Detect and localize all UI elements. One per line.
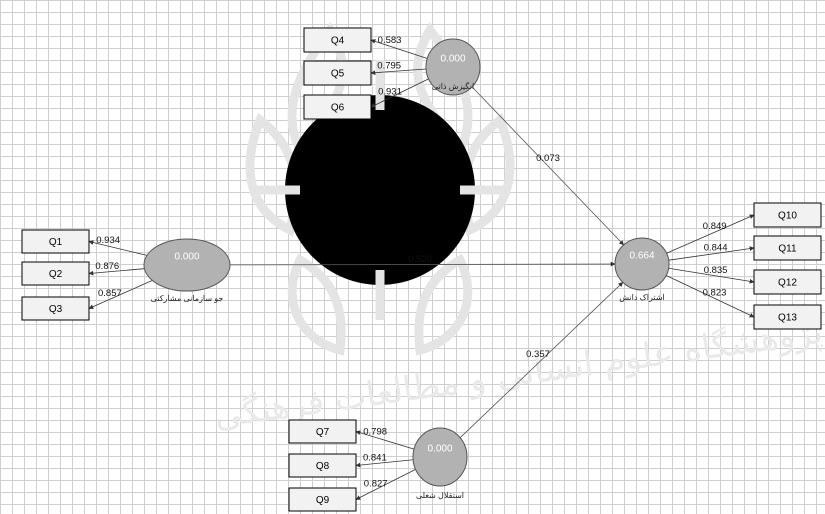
path-arrow bbox=[229, 261, 616, 267]
loading-arrow bbox=[668, 246, 755, 261]
loading-value: 0.931 bbox=[378, 87, 402, 98]
loading-arrow bbox=[88, 280, 153, 309]
loading-value: 0.798 bbox=[363, 426, 387, 437]
latent-construct-l1[interactable]: 0.000 انگیزش ذاتی bbox=[425, 38, 481, 96]
loading-value: 0.823 bbox=[703, 287, 727, 298]
indicator-label: Q10 bbox=[778, 211, 797, 222]
loading-arrow bbox=[666, 275, 755, 318]
indicator-q6[interactable]: Q6 bbox=[303, 94, 372, 120]
indicator-q3[interactable]: Q3 bbox=[21, 296, 90, 321]
path-coefficient: 0.073 bbox=[536, 153, 560, 164]
indicator-label: Q8 bbox=[316, 461, 330, 472]
indicator-q4[interactable]: Q4 bbox=[303, 27, 372, 53]
indicator-q13[interactable]: Q13 bbox=[753, 304, 822, 330]
indicator-q5[interactable]: Q5 bbox=[303, 60, 372, 86]
latent-r2-value: 0.000 bbox=[440, 54, 465, 65]
loading-arrow bbox=[370, 78, 429, 108]
path-coefficient: 0.357 bbox=[526, 349, 550, 360]
indicator-q9[interactable]: Q9 bbox=[288, 487, 357, 512]
indicator-q8[interactable]: Q8 bbox=[288, 453, 357, 478]
path-coefficient: 0.520 bbox=[408, 254, 432, 265]
indicator-q2[interactable]: Q2 bbox=[21, 261, 90, 286]
loading-arrow bbox=[370, 68, 427, 76]
loading-arrow bbox=[355, 430, 415, 450]
indicator-q12[interactable]: Q12 bbox=[753, 269, 822, 295]
loading-value: 0.876 bbox=[95, 261, 119, 272]
latent-construct-l4[interactable]: 0.000 استقلال شغلی bbox=[412, 427, 468, 500]
indicator-label: Q11 bbox=[778, 244, 797, 255]
loading-arrow bbox=[666, 214, 755, 254]
loading-value: 0.827 bbox=[364, 479, 388, 490]
indicator-label: Q6 bbox=[331, 103, 345, 114]
loading-value: 0.795 bbox=[377, 61, 401, 72]
indicator-label: Q13 bbox=[778, 313, 797, 324]
loading-value: 0.841 bbox=[363, 453, 387, 464]
latent-name: انگیزش ذاتی bbox=[432, 81, 474, 91]
loading-arrow bbox=[370, 39, 428, 59]
indicator-q11[interactable]: Q11 bbox=[753, 235, 822, 261]
latent-construct-l3[interactable]: 0.664 اشتراک دانش bbox=[614, 237, 670, 302]
indicator-label: Q2 bbox=[49, 269, 63, 280]
loading-value: 0.835 bbox=[704, 265, 728, 276]
loading-arrow bbox=[88, 240, 148, 256]
indicator-label: Q4 bbox=[331, 36, 345, 47]
latent-r2-value: 0.000 bbox=[427, 444, 452, 455]
latent-name: جو سازمانی مشارکتی bbox=[151, 294, 224, 303]
loading-value: 0.857 bbox=[98, 288, 122, 299]
latent-r2-value: 0.000 bbox=[174, 252, 199, 263]
indicator-label: Q5 bbox=[331, 69, 345, 80]
indicator-label: Q12 bbox=[778, 278, 797, 289]
indicator-label: Q3 bbox=[49, 304, 63, 315]
loading-value: 0.583 bbox=[378, 35, 402, 46]
path-arrow bbox=[459, 281, 624, 439]
indicator-label: Q9 bbox=[316, 495, 330, 506]
latent-construct-l2[interactable]: 0.000 جو سازمانی مشارکتی bbox=[143, 238, 231, 303]
path-arrow bbox=[471, 86, 625, 246]
indicator-label: Q7 bbox=[316, 427, 330, 438]
loading-value: 0.849 bbox=[703, 221, 727, 232]
watermark-logo bbox=[245, 21, 515, 356]
latent-r2-value: 0.664 bbox=[629, 251, 654, 262]
loading-value: 0.844 bbox=[704, 242, 728, 253]
latent-name: استقلال شغلی bbox=[416, 491, 464, 500]
indicator-q10[interactable]: Q10 bbox=[753, 202, 822, 228]
latent-name: اشتراک دانش bbox=[619, 293, 665, 302]
indicator-q1[interactable]: Q1 bbox=[21, 229, 90, 254]
loading-value: 0.934 bbox=[96, 235, 120, 246]
loading-arrow bbox=[355, 469, 416, 500]
loading-arrow bbox=[88, 268, 145, 276]
indicator-q7[interactable]: Q7 bbox=[288, 419, 357, 444]
indicator-label: Q1 bbox=[49, 237, 63, 248]
loading-arrow bbox=[355, 459, 414, 468]
loading-arrow bbox=[668, 267, 755, 284]
